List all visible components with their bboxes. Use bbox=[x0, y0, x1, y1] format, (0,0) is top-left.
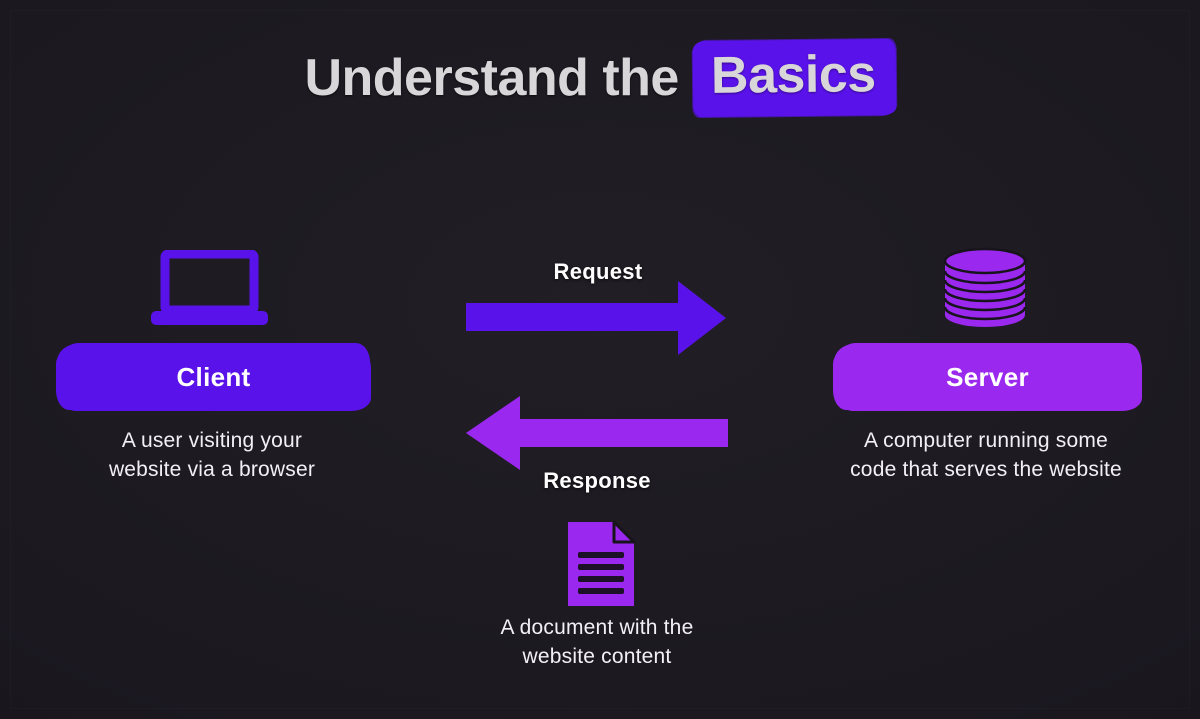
response-arrow-icon bbox=[466, 396, 728, 470]
server-pill-shape bbox=[834, 344, 1141, 410]
server-caption-line-2: code that serves the website bbox=[850, 457, 1122, 481]
server-caption-line-1: A computer running some bbox=[864, 429, 1108, 452]
title-text: Understand the bbox=[304, 49, 679, 107]
client-label: Client bbox=[176, 361, 251, 392]
client-pill: Client bbox=[57, 344, 370, 410]
database-icon bbox=[943, 247, 1027, 327]
server-label: Server bbox=[946, 361, 1029, 392]
document-caption-line-1: A document with the bbox=[500, 616, 694, 639]
client-caption: A user visiting your website via a brows… bbox=[52, 427, 372, 485]
response-label: Response bbox=[543, 468, 651, 493]
document-icon bbox=[568, 520, 636, 606]
client-caption-line-1: A user visiting your bbox=[121, 429, 303, 452]
server-caption: A computer running some code that serves… bbox=[826, 427, 1146, 485]
laptop-icon bbox=[151, 250, 268, 325]
client-pill-shape bbox=[57, 344, 370, 410]
page-title: Understand the Basics bbox=[0, 38, 1200, 118]
request-arrow-icon bbox=[466, 281, 726, 355]
title-highlight: Basics bbox=[692, 38, 896, 118]
document-caption: A document with the website content bbox=[447, 614, 747, 672]
client-caption-line-2: website via a browser bbox=[108, 457, 316, 481]
document-caption-line-2: website content bbox=[522, 644, 672, 668]
server-pill: Server bbox=[834, 344, 1141, 410]
request-label: Request bbox=[553, 259, 643, 284]
